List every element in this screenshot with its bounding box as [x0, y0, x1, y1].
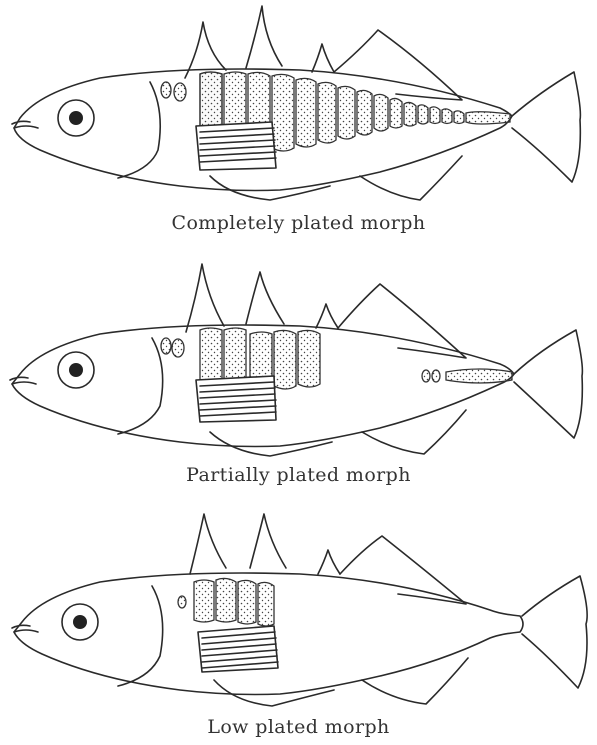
pelvic-girdle — [196, 122, 276, 170]
fish-partially-plated-drawing — [0, 252, 597, 462]
gill-cover — [118, 586, 163, 686]
tail-fin — [522, 576, 587, 688]
fish-completely-plated-drawing — [0, 0, 597, 210]
dorsal-spine-3 — [312, 44, 334, 72]
dorsal-spine-2 — [250, 514, 286, 568]
fish-low-plated-drawing — [0, 506, 597, 716]
panel-partially-plated: Partially plated morph — [0, 252, 597, 497]
tail-fin — [512, 72, 580, 182]
pelvic-girdle — [196, 376, 276, 422]
anal-fin — [362, 410, 466, 454]
gill-cover — [118, 338, 163, 434]
dorsal-fin — [338, 284, 466, 358]
caption-completely-plated: Completely plated morph — [0, 212, 597, 234]
eye-pupil — [69, 111, 83, 125]
dorsal-spine-2 — [246, 272, 284, 324]
anal-fin — [362, 658, 468, 704]
caption-low-plated: Low plated morph — [0, 716, 597, 738]
dorsal-spine-2 — [246, 6, 282, 68]
tail-fin — [514, 330, 582, 438]
dorsal-spine-3 — [318, 550, 340, 574]
panel-low-plated: Low plated morph — [0, 506, 597, 745]
dorsal-spine-3 — [316, 304, 338, 328]
pelvic-fin — [214, 680, 334, 706]
dorsal-fin — [340, 536, 466, 604]
gill-cover — [118, 82, 160, 178]
caption-partially-plated: Partially plated morph — [0, 464, 597, 486]
lateral-plates — [178, 578, 274, 626]
pelvic-fin — [210, 176, 330, 200]
dorsal-spine-1 — [190, 514, 226, 574]
pelvic-girdle — [198, 626, 278, 672]
panel-completely-plated: Completely plated morph — [0, 0, 597, 245]
eye-pupil — [69, 363, 83, 377]
pelvic-fin — [210, 432, 332, 456]
dorsal-spine-1 — [186, 264, 224, 332]
eye-pupil — [73, 615, 87, 629]
